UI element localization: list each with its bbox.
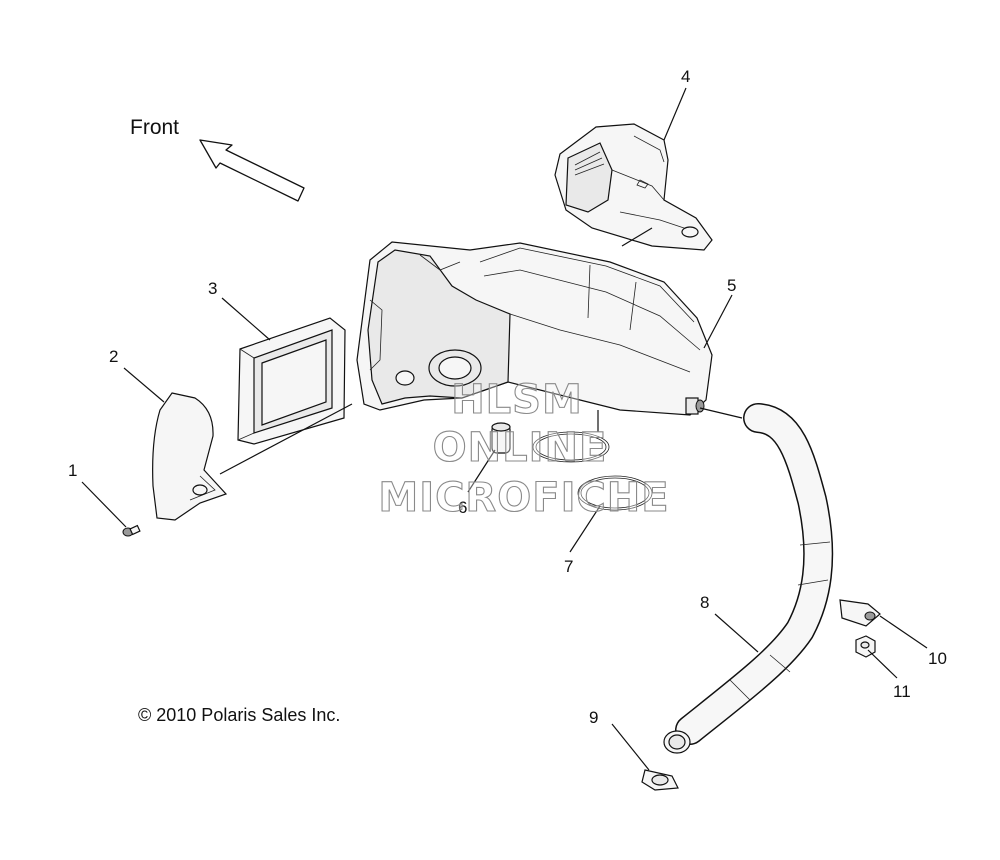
front-label: Front [130,116,179,139]
callout-11: 11 [893,682,911,701]
part-1-screw [122,524,141,537]
callout-5: 5 [727,276,736,295]
part-6-drain-fitting [491,422,511,454]
callout-1: 1 [68,461,77,480]
part-9-clamp [641,769,679,791]
part-4-airbox-lid [554,123,713,251]
callout-8: 8 [700,593,709,612]
callout-6: 6 [458,498,467,517]
callout-10: 10 [928,649,947,668]
watermark: HLSM ONLINE MICROFICHE [378,376,669,521]
callout-3: 3 [208,279,217,298]
part-2-end-cover [152,392,228,521]
part-7-o-rings [532,431,653,511]
front-arrow [199,139,305,202]
copyright-text: © 2010 Polaris Sales Inc. [138,705,340,725]
callout-4: 4 [681,67,690,86]
watermark-line-2: ONLINE [433,425,608,471]
callout-7: 7 [564,557,573,576]
watermark-line-3: MICROFICHE [378,475,669,521]
part-8-hose [663,403,834,754]
callout-9: 9 [589,708,598,727]
part-3-air-filter [237,317,346,445]
part-10-p-clamp [839,599,881,627]
callout-2: 2 [109,347,118,366]
leader-lines [81,87,928,771]
watermark-line-1: HLSM [451,377,583,423]
part-5-airbox [356,241,713,416]
